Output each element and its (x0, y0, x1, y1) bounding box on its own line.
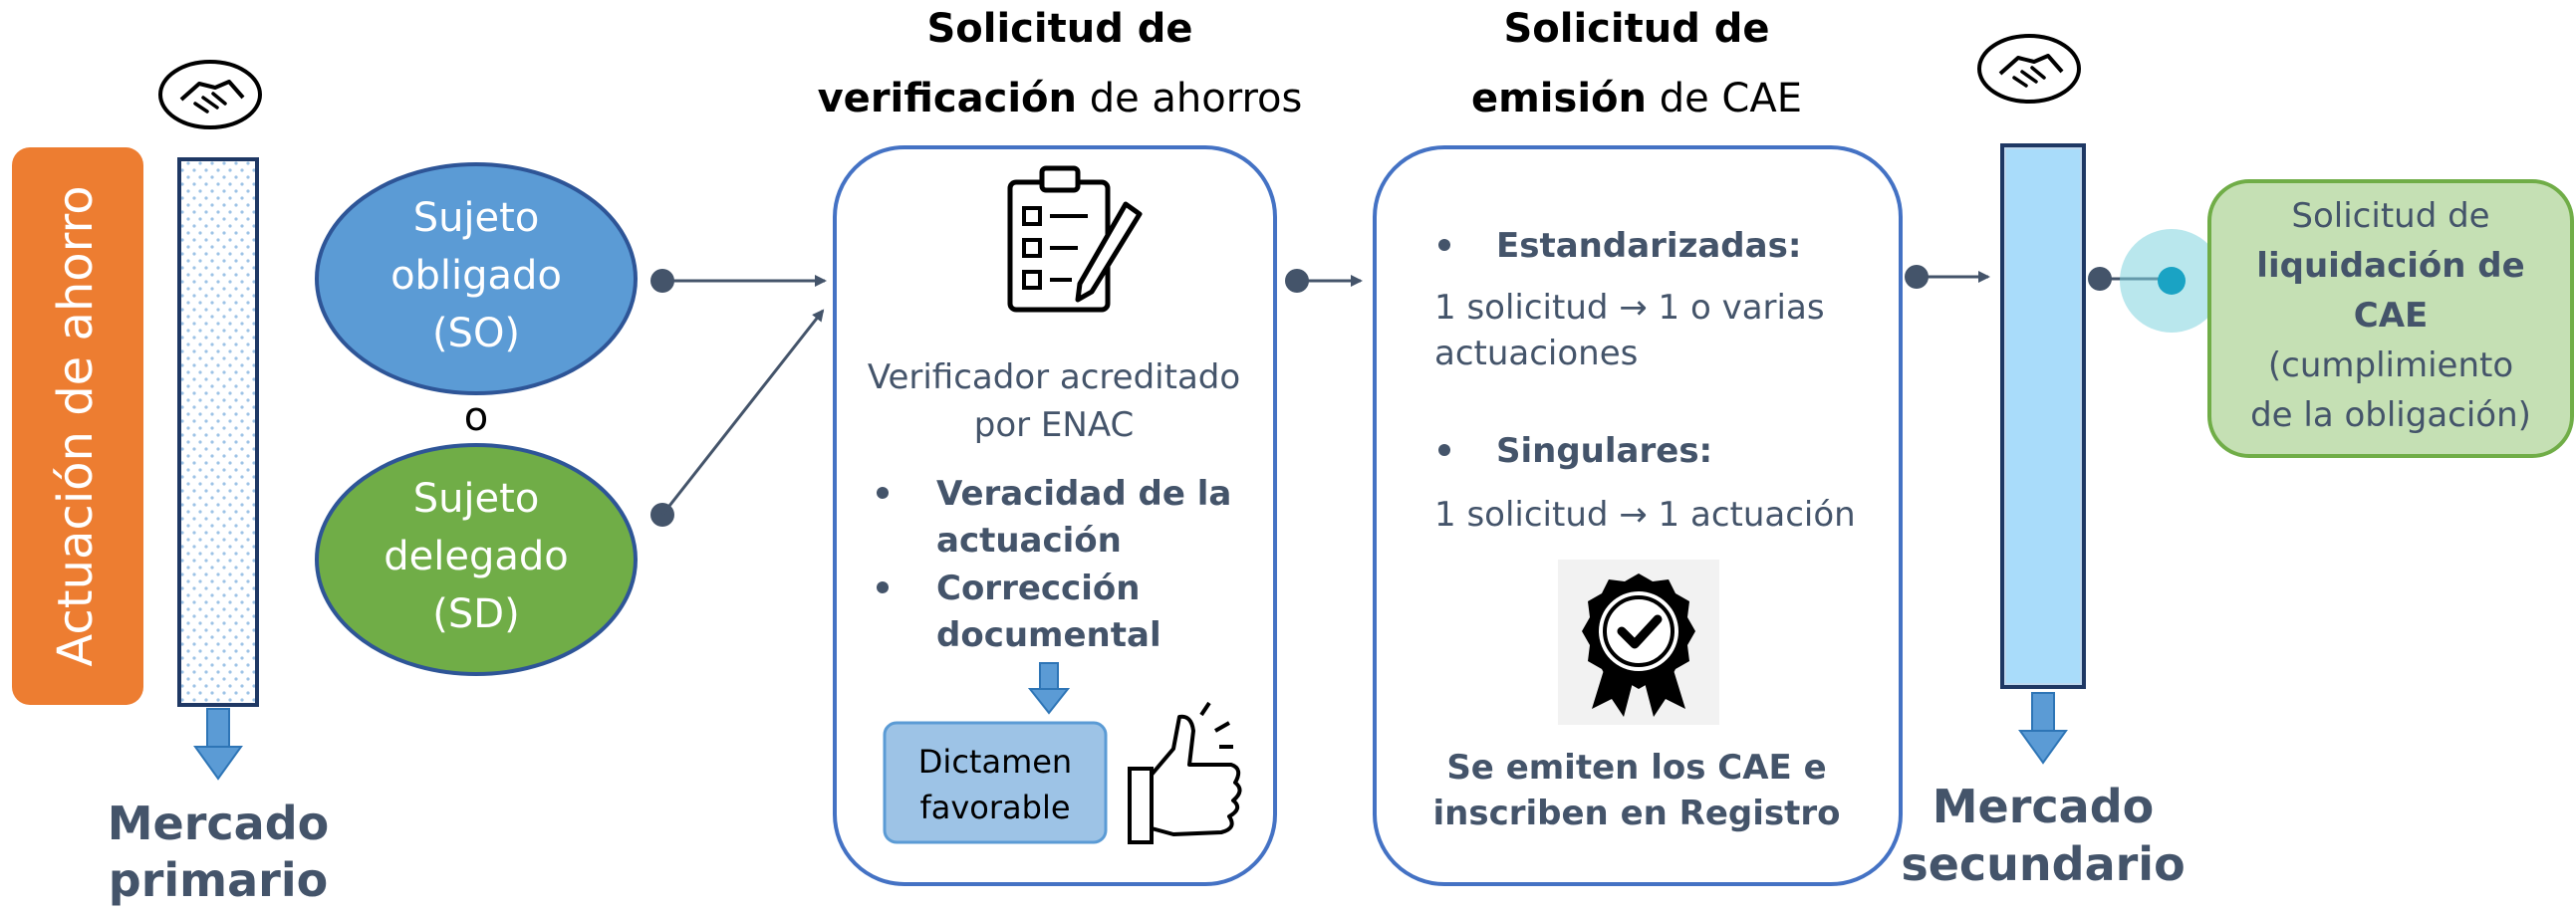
verdict-down-arrow (1027, 662, 1071, 715)
primary-market-down-arrow (193, 708, 243, 781)
connector-issuance-to-secondary (1905, 265, 1990, 289)
bullet2-line1: Corrección (936, 569, 1140, 608)
primary-market-bar (177, 157, 259, 707)
issuance-title-line1: Solicitud de (1503, 6, 1769, 52)
bullet1-line2: actuación (936, 521, 1122, 561)
settlement-line4: (cumplimiento (2268, 345, 2513, 385)
secondary-market-bar-fill (2006, 149, 2080, 683)
standardized-label: Estandarizadas: (1496, 226, 1801, 266)
subject-delegated-node: Sujeto delegado (SD) (315, 443, 638, 676)
handshake-icon (1977, 34, 2081, 104)
handshake-icon (158, 60, 262, 129)
primary-market-line2: primario (109, 853, 328, 907)
verification-title-rest: de ahorros (1077, 76, 1302, 121)
thumbs-up-icon (1128, 701, 1242, 844)
verification-title-line2: verificación de ahorros (818, 76, 1303, 121)
verdict-line2: favorable (919, 789, 1070, 826)
singular-line1: 1 solicitud → 1 actuación (1434, 495, 1856, 535)
singular-label: Singulares: (1496, 431, 1712, 471)
savings-action-bar-bg (12, 147, 143, 705)
subject-delegated-line2: delegado (384, 534, 569, 579)
certificate-badge-icon (1558, 560, 1719, 725)
savings-action-bar: Actuación de ahorro (12, 147, 143, 705)
subject-delegated-line3: (SD) (432, 591, 519, 637)
secondary-market-down-arrow (2018, 692, 2068, 765)
connector-secondary-to-settlement (2088, 229, 2223, 333)
settlement-line2: liquidación de (2256, 246, 2524, 286)
subject-obligated-line3: (SO) (432, 311, 520, 356)
verdict-line1: Dictamen (918, 743, 1072, 781)
verification-box (833, 145, 1277, 886)
bullet2-line2: documental (936, 615, 1161, 655)
settlement-line3: CAE (2354, 296, 2429, 336)
connector-verification-to-issuance (1285, 269, 1363, 293)
subject-delegated-shape (315, 443, 638, 676)
bullet-dot (877, 581, 889, 593)
verifier-line2: por ENAC (974, 405, 1135, 445)
issuance-result-line2: inscriben en Registro (1432, 794, 1840, 833)
issuance-title-rest: de CAE (1647, 76, 1802, 121)
issuance-title-line2: emisión de CAE (1471, 76, 1802, 121)
verification-title-bold: verificación (818, 76, 1077, 121)
issuance-title-bold: emisión (1471, 76, 1647, 121)
subject-delegated-line1: Sujeto (413, 476, 540, 522)
secondary-market-line2: secundario (1901, 837, 2185, 891)
settlement-line1: Solicitud de (2291, 196, 2489, 236)
settlement-line5: de la obligación) (2250, 395, 2531, 435)
verifier-line1: Verificador acreditado (868, 357, 1240, 397)
connector-so-to-verification (650, 269, 827, 293)
issuance-result-line1: Se emiten los CAE e (1446, 748, 1826, 788)
standardized-line1: 1 solicitud → 1 o varias (1434, 288, 1825, 328)
standardized-line2: actuaciones (1434, 334, 1638, 373)
clipboard-checklist-icon (1007, 165, 1143, 313)
issuance-box (1373, 145, 1903, 886)
or-label: o (464, 394, 488, 440)
primary-market-line1: Mercado (108, 797, 330, 850)
connector-sd-to-verification (650, 309, 825, 527)
savings-action-label: Actuación de ahorro (48, 185, 104, 666)
subject-obligated-line1: Sujeto (413, 195, 540, 241)
bullet1-line1: Veracidad de la (936, 474, 1231, 514)
bullet-dot (1438, 444, 1450, 456)
verification-title-line1: Solicitud de (926, 6, 1192, 52)
settlement-box (2207, 179, 2574, 458)
bullet-dot (877, 487, 889, 499)
bullet-dot (1438, 239, 1450, 251)
subject-obligated-node: Sujeto obligado (SO) (315, 162, 638, 395)
verdict-box (883, 721, 1108, 844)
subject-obligated-line2: obligado (390, 253, 562, 299)
secondary-market-line1: Mercado (1932, 780, 2155, 833)
subject-obligated-shape (315, 162, 638, 395)
